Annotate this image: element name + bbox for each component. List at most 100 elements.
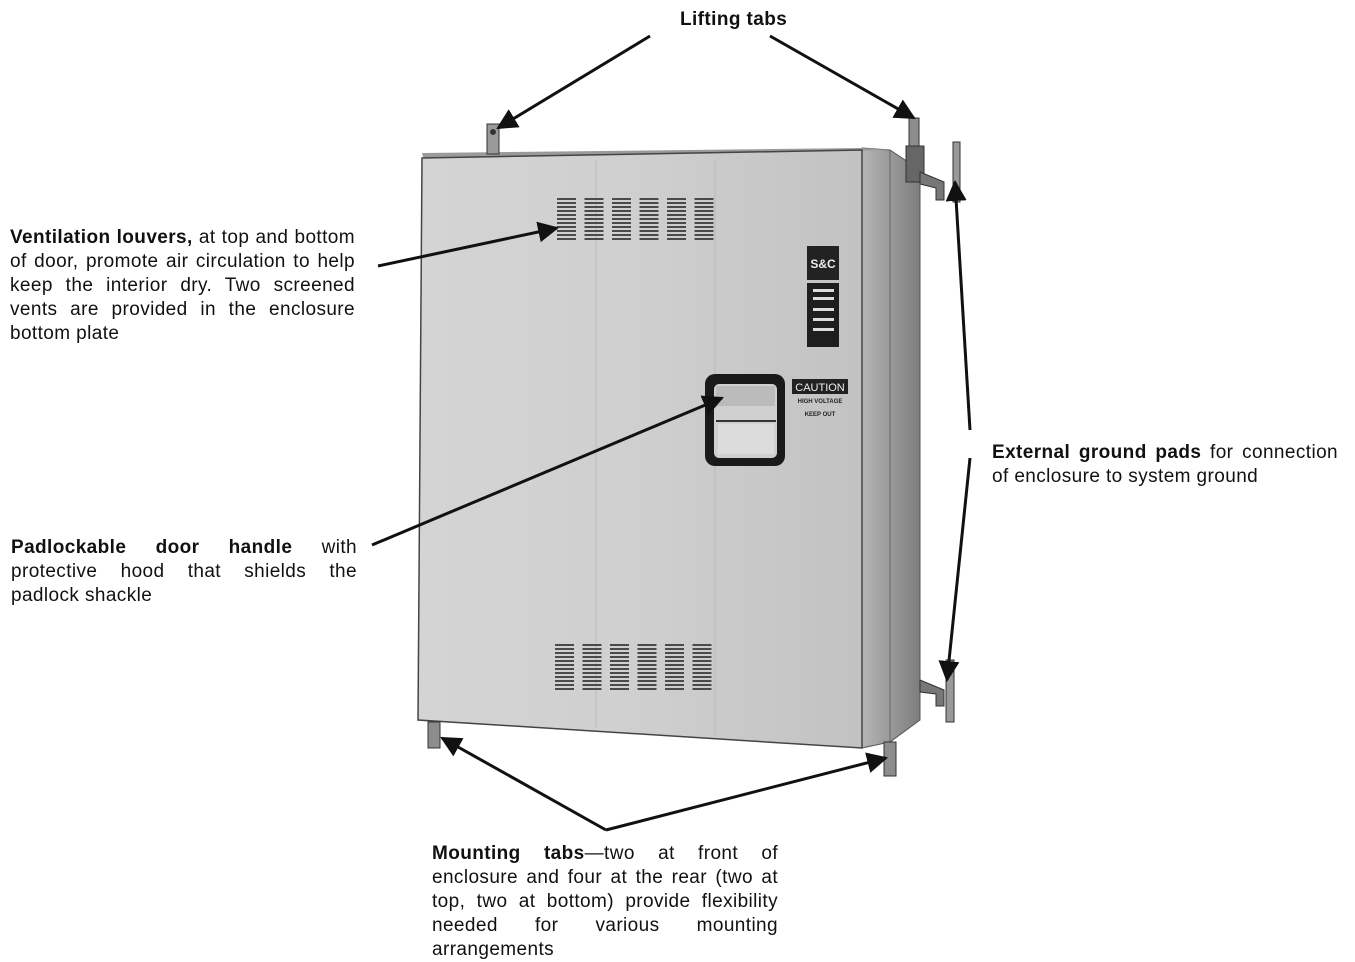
louver-slat: [582, 680, 602, 682]
louver-slat: [612, 218, 631, 220]
louver-slat: [692, 644, 712, 646]
louver-slat: [584, 230, 604, 232]
louver-slat: [557, 238, 576, 240]
louver-slat: [694, 222, 714, 224]
arrow-ventilation: [377, 221, 560, 268]
louver-slat: [555, 688, 574, 690]
louver-slat: [637, 652, 657, 654]
louver-slat: [584, 214, 604, 216]
louver-slat: [692, 676, 712, 678]
louver-slat: [582, 668, 602, 670]
louver-slat: [637, 660, 657, 662]
louver-slat: [639, 238, 659, 240]
louver-slat: [692, 652, 712, 654]
louver-slat: [584, 222, 604, 224]
louver-slat: [694, 202, 714, 204]
louver-slat: [555, 652, 574, 654]
louver-slat: [612, 234, 631, 236]
louver-slat: [637, 644, 657, 646]
louver-slat: [555, 684, 574, 686]
louver-slat: [639, 226, 659, 228]
louver-slat: [637, 656, 657, 658]
louver-slat: [639, 222, 659, 224]
louver-slat: [557, 218, 576, 220]
louver-slat: [694, 230, 714, 232]
louver-slat: [612, 202, 631, 204]
louver-slat: [694, 210, 714, 212]
louver-slat: [610, 660, 629, 662]
louver-slat: [665, 644, 684, 646]
louver-slat: [612, 222, 631, 224]
louver-slat: [610, 688, 629, 690]
arrow-lift-front: [496, 34, 651, 130]
louver-slat: [692, 668, 712, 670]
louver-slat: [694, 234, 714, 236]
louver-slat: [692, 664, 712, 666]
louver-slat: [582, 684, 602, 686]
louver-slat: [557, 210, 576, 212]
louver-slat: [582, 656, 602, 658]
louver-slat: [692, 684, 712, 686]
louver-slat: [692, 672, 712, 674]
louver-slat: [637, 684, 657, 686]
louver-slat: [665, 652, 684, 654]
louver-slat: [665, 680, 684, 682]
ground-pad-top: [919, 141, 961, 203]
louver-slat: [692, 688, 712, 690]
caution-line-2: KEEP OUT: [805, 412, 836, 418]
louver-slat: [584, 226, 604, 228]
louver-slat: [694, 218, 714, 220]
louver-slat: [637, 672, 657, 674]
padlockable-door-handle: [705, 374, 785, 466]
ground-pad-bottom: [919, 659, 955, 723]
louver-slat: [667, 226, 686, 228]
louver-slat: [667, 202, 686, 204]
louver-slat: [667, 214, 686, 216]
louver-slat: [665, 668, 684, 670]
lifting-tabs-label: Lifting tabs: [680, 9, 788, 30]
caution-title: CAUTION: [795, 382, 845, 394]
louver-slat: [557, 230, 576, 232]
louver-slat: [665, 656, 684, 658]
louver-slat: [612, 226, 631, 228]
louver-slat: [584, 218, 604, 220]
louver-slat: [612, 210, 631, 212]
louver-slat: [610, 648, 629, 650]
ventilation-louvers-callout: Ventilation louvers, at top and bottom o…: [10, 226, 355, 346]
top-ventilation-louvers: [557, 198, 714, 240]
louver-slat: [555, 668, 574, 670]
louver-slat: [584, 234, 604, 236]
louver-slat: [610, 672, 629, 674]
louver-slat: [610, 684, 629, 686]
louver-slat: [637, 680, 657, 682]
louver-slat: [637, 676, 657, 678]
louver-slat: [557, 214, 576, 216]
arrow-lift-rear: [769, 34, 916, 120]
louver-slat: [639, 210, 659, 212]
door-handle-text: with protective hood that shields the pa…: [11, 537, 357, 606]
mounting-tabs-callout: Mounting tabs—two at front of enclosure …: [432, 842, 778, 962]
louver-slat: [612, 198, 631, 200]
louver-slat: [637, 688, 657, 690]
louver-slat: [637, 648, 657, 650]
louver-slat: [582, 672, 602, 674]
louver-slat: [555, 648, 574, 650]
louver-slat: [694, 226, 714, 228]
louver-slat: [610, 656, 629, 658]
louver-slat: [610, 644, 629, 646]
louver-slat: [694, 214, 714, 216]
louver-slat: [667, 198, 686, 200]
louver-slat: [584, 210, 604, 212]
ground-pads-text: for connection of enclosure to system gr…: [992, 442, 1338, 487]
louver-slat: [555, 680, 574, 682]
louver-slat: [557, 222, 576, 224]
arrow-ground-top: [945, 179, 972, 431]
louver-slat: [555, 656, 574, 658]
louver-slat: [610, 680, 629, 682]
louver-slat: [694, 238, 714, 240]
louver-slat: [667, 218, 686, 220]
louver-slat: [639, 198, 659, 200]
louver-slat: [639, 218, 659, 220]
louver-slat: [692, 660, 712, 662]
louver-slat: [582, 652, 602, 654]
